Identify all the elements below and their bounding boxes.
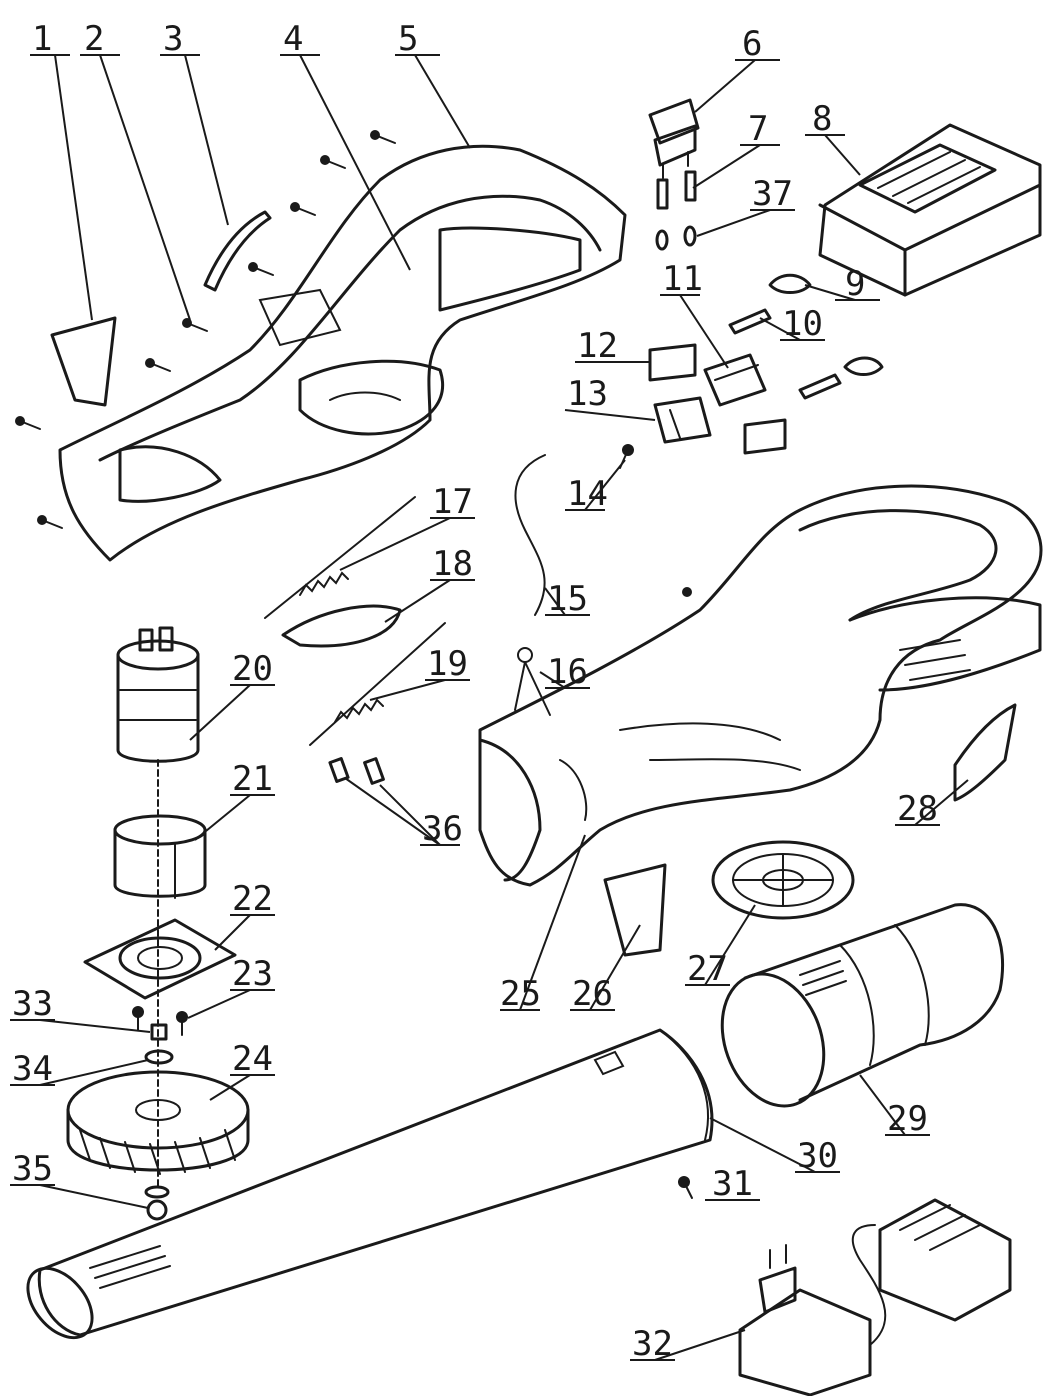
part-21-sleeve	[113, 814, 207, 899]
left-housing-half	[58, 144, 627, 562]
callout-13: 13	[567, 374, 608, 414]
assembled-blower-body	[478, 484, 1043, 887]
part-24-impeller	[66, 1070, 250, 1175]
part-17-wire-coil	[264, 496, 416, 619]
part-12-bracket-b	[743, 418, 787, 455]
callout-32: 32	[632, 1324, 673, 1364]
callout-7: 7	[748, 109, 768, 149]
part-6-rocker-switch	[648, 98, 700, 179]
callout-2: 2	[84, 19, 104, 59]
part-13-switch-block	[653, 396, 712, 444]
part-37-connectors	[655, 225, 697, 251]
part-9-clip-b	[843, 356, 884, 376]
part-28-cover	[953, 703, 1017, 802]
part-27-intake-grille	[711, 840, 855, 920]
part-34-washer-b	[144, 1185, 170, 1199]
callout-35: 35	[12, 1149, 53, 1189]
part-29-tube-section	[720, 903, 1005, 1108]
part-30-blower-nozzle	[26, 1028, 714, 1340]
part-26-label-plate	[603, 863, 667, 957]
callout-18: 18	[432, 544, 473, 584]
part-15-wire	[514, 454, 546, 616]
part-34-washer	[144, 1049, 174, 1065]
callout-34: 34	[12, 1049, 53, 1089]
part-3-trim-strip	[203, 210, 272, 292]
callout-20: 20	[232, 649, 273, 689]
part-1-label-plate	[50, 316, 117, 407]
part-32-charger	[738, 1198, 1012, 1396]
callout-26: 26	[572, 974, 613, 1014]
part-31-screw	[678, 1176, 693, 1199]
callouts: 1 2 3 4 5 6 7 8 9 10 11 12 13 14 15 16 1…	[10, 19, 969, 1364]
callout-22: 22	[232, 879, 273, 919]
callout-17: 17	[432, 482, 473, 522]
callout-24: 24	[232, 1039, 273, 1079]
part-16-spring-clip	[514, 647, 551, 716]
callout-8: 8	[812, 99, 832, 139]
part-18-gasket	[281, 604, 402, 648]
part-10-terminal-b	[798, 373, 842, 400]
callout-12: 12	[577, 326, 618, 366]
part-12-bracket	[648, 343, 697, 382]
callout-15: 15	[547, 579, 588, 619]
housing-screws	[15, 130, 396, 529]
callout-3: 3	[163, 19, 183, 59]
part-36-brushes	[328, 757, 385, 785]
callout-33: 33	[12, 984, 53, 1024]
part-11-terminal-block	[703, 353, 767, 407]
callout-19: 19	[427, 644, 468, 684]
callout-14: 14	[567, 474, 608, 514]
callout-27: 27	[687, 949, 728, 989]
callout-30: 30	[797, 1136, 838, 1176]
callout-16: 16	[547, 652, 588, 692]
callout-9: 9	[845, 264, 865, 304]
part-33-nut	[150, 1023, 168, 1041]
callout-5: 5	[398, 19, 418, 59]
callout-23: 23	[232, 954, 273, 994]
callout-11: 11	[662, 259, 703, 299]
part-23-screws	[132, 1006, 188, 1036]
part-19-wire-coil	[309, 622, 446, 746]
callout-29: 29	[887, 1099, 928, 1139]
callout-4: 4	[283, 19, 303, 59]
callout-31: 31	[712, 1164, 753, 1204]
callout-37: 37	[752, 174, 793, 214]
part-35-nut	[146, 1199, 168, 1221]
callout-6: 6	[742, 24, 762, 64]
part-10-terminal	[728, 308, 772, 335]
callout-1: 1	[32, 19, 52, 59]
callout-28: 28	[897, 789, 938, 829]
part-8-battery-pack	[818, 123, 1042, 297]
callout-36: 36	[422, 809, 463, 849]
callout-21: 21	[232, 759, 273, 799]
part-20-motor	[116, 626, 200, 763]
callout-10: 10	[782, 304, 823, 344]
part-9-clip	[768, 273, 812, 294]
part-22-motor-mount	[83, 918, 237, 1000]
callout-25: 25	[500, 974, 541, 1014]
